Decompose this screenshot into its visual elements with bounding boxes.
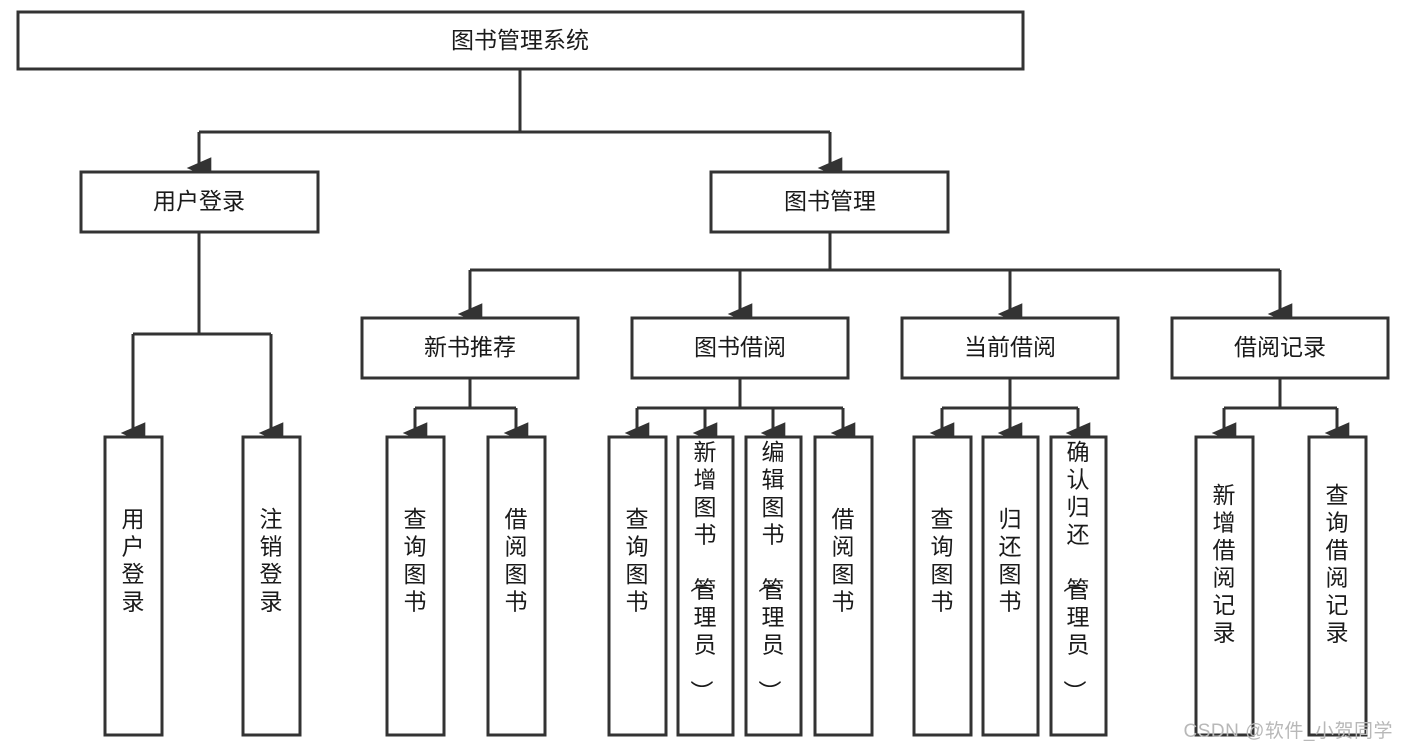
- node-current-borrow[interactable]: 当前借阅: [900, 316, 1120, 380]
- node-borrow-record-label: 借阅记录: [1234, 334, 1326, 360]
- node-root-box[interactable]: [16, 10, 1025, 71]
- node-leaf-borrow-book-2[interactable]: 借阅图书: [813, 435, 874, 737]
- node-current-borrow-box[interactable]: [900, 316, 1120, 380]
- node-leaf-query-book-2-label: 查询图书: [626, 506, 649, 615]
- node-leaf-query-book-2-box[interactable]: [607, 435, 668, 737]
- node-leaf-query-record-box[interactable]: [1307, 435, 1368, 737]
- node-book-manage-label: 图书管理: [784, 188, 876, 214]
- node-leaf-user-login-label: 用户登录: [122, 506, 145, 615]
- node-user-login-box[interactable]: [79, 170, 320, 234]
- node-leaf-add-book[interactable]: 新增图书（管理员）: [676, 435, 735, 737]
- node-leaf-edit-book-box[interactable]: [744, 435, 803, 737]
- node-leaf-borrow-book-1-label: 借阅图书: [505, 506, 528, 615]
- node-root[interactable]: 图书管理系统: [16, 10, 1025, 71]
- node-leaf-borrow-book-1[interactable]: 借阅图书: [486, 435, 547, 737]
- node-leaf-user-login[interactable]: 用户登录: [103, 435, 164, 737]
- node-leaf-confirm-return-box[interactable]: [1049, 435, 1108, 737]
- node-book-borrow-label: 图书借阅: [694, 334, 786, 360]
- node-leaf-add-record-box[interactable]: [1194, 435, 1255, 737]
- node-leaf-query-book-3-box[interactable]: [912, 435, 973, 737]
- node-leaf-query-book-2[interactable]: 查询图书: [607, 435, 668, 737]
- node-leaf-edit-book-label: 编辑图书（管理员）: [757, 439, 785, 703]
- node-leaf-query-book-1[interactable]: 查询图书: [385, 435, 446, 737]
- node-book-borrow-box[interactable]: [630, 316, 850, 380]
- node-user-login-label: 用户登录: [153, 188, 245, 214]
- node-user-login[interactable]: 用户登录: [79, 170, 320, 234]
- node-leaf-borrow-book-2-box[interactable]: [813, 435, 874, 737]
- node-new-book-recommend-box[interactable]: [360, 316, 580, 380]
- node-leaf-borrow-book-2-label: 借阅图书: [832, 506, 855, 615]
- node-new-book-recommend[interactable]: 新书推荐: [360, 316, 580, 380]
- node-book-manage[interactable]: 图书管理: [709, 170, 950, 234]
- connectors-layer: [120, 69, 1350, 444]
- node-leaf-query-book-1-box[interactable]: [385, 435, 446, 737]
- node-leaf-logout[interactable]: 注销登录: [241, 435, 302, 737]
- node-leaf-logout-box[interactable]: [241, 435, 302, 737]
- node-leaf-add-book-label: 新增图书（管理员）: [689, 439, 717, 703]
- node-new-book-recommend-label: 新书推荐: [424, 334, 516, 360]
- node-leaf-add-record-label: 新增借阅记录: [1213, 482, 1236, 646]
- node-leaf-borrow-book-1-box[interactable]: [486, 435, 547, 737]
- node-leaf-return-book[interactable]: 归还图书: [981, 435, 1040, 737]
- node-leaf-logout-label: 注销登录: [260, 506, 283, 615]
- node-leaf-edit-book[interactable]: 编辑图书（管理员）: [744, 435, 803, 737]
- node-leaf-query-record[interactable]: 查询借阅记录: [1307, 435, 1368, 737]
- node-leaf-query-book-1-label: 查询图书: [404, 506, 427, 615]
- node-borrow-record[interactable]: 借阅记录: [1170, 316, 1390, 380]
- node-leaf-query-book-3[interactable]: 查询图书: [912, 435, 973, 737]
- node-leaf-return-book-box[interactable]: [981, 435, 1040, 737]
- node-leaf-query-record-label: 查询借阅记录: [1326, 482, 1349, 646]
- node-leaf-user-login-box[interactable]: [103, 435, 164, 737]
- node-book-borrow[interactable]: 图书借阅: [630, 316, 850, 380]
- node-leaf-add-record[interactable]: 新增借阅记录: [1194, 435, 1255, 737]
- node-borrow-record-box[interactable]: [1170, 316, 1390, 380]
- node-book-manage-box[interactable]: [709, 170, 950, 234]
- node-leaf-confirm-return-label: 确认归还（管理员）: [1062, 439, 1090, 703]
- node-leaf-add-book-box[interactable]: [676, 435, 735, 737]
- node-leaf-confirm-return[interactable]: 确认归还（管理员）: [1049, 435, 1108, 737]
- node-root-label: 图书管理系统: [451, 27, 589, 53]
- node-leaf-return-book-label: 归还图书: [999, 506, 1022, 615]
- csdn-watermark: CSDN @软件_小贺同学: [1183, 721, 1393, 742]
- node-current-borrow-label: 当前借阅: [964, 334, 1056, 360]
- node-leaf-query-book-3-label: 查询图书: [931, 506, 954, 615]
